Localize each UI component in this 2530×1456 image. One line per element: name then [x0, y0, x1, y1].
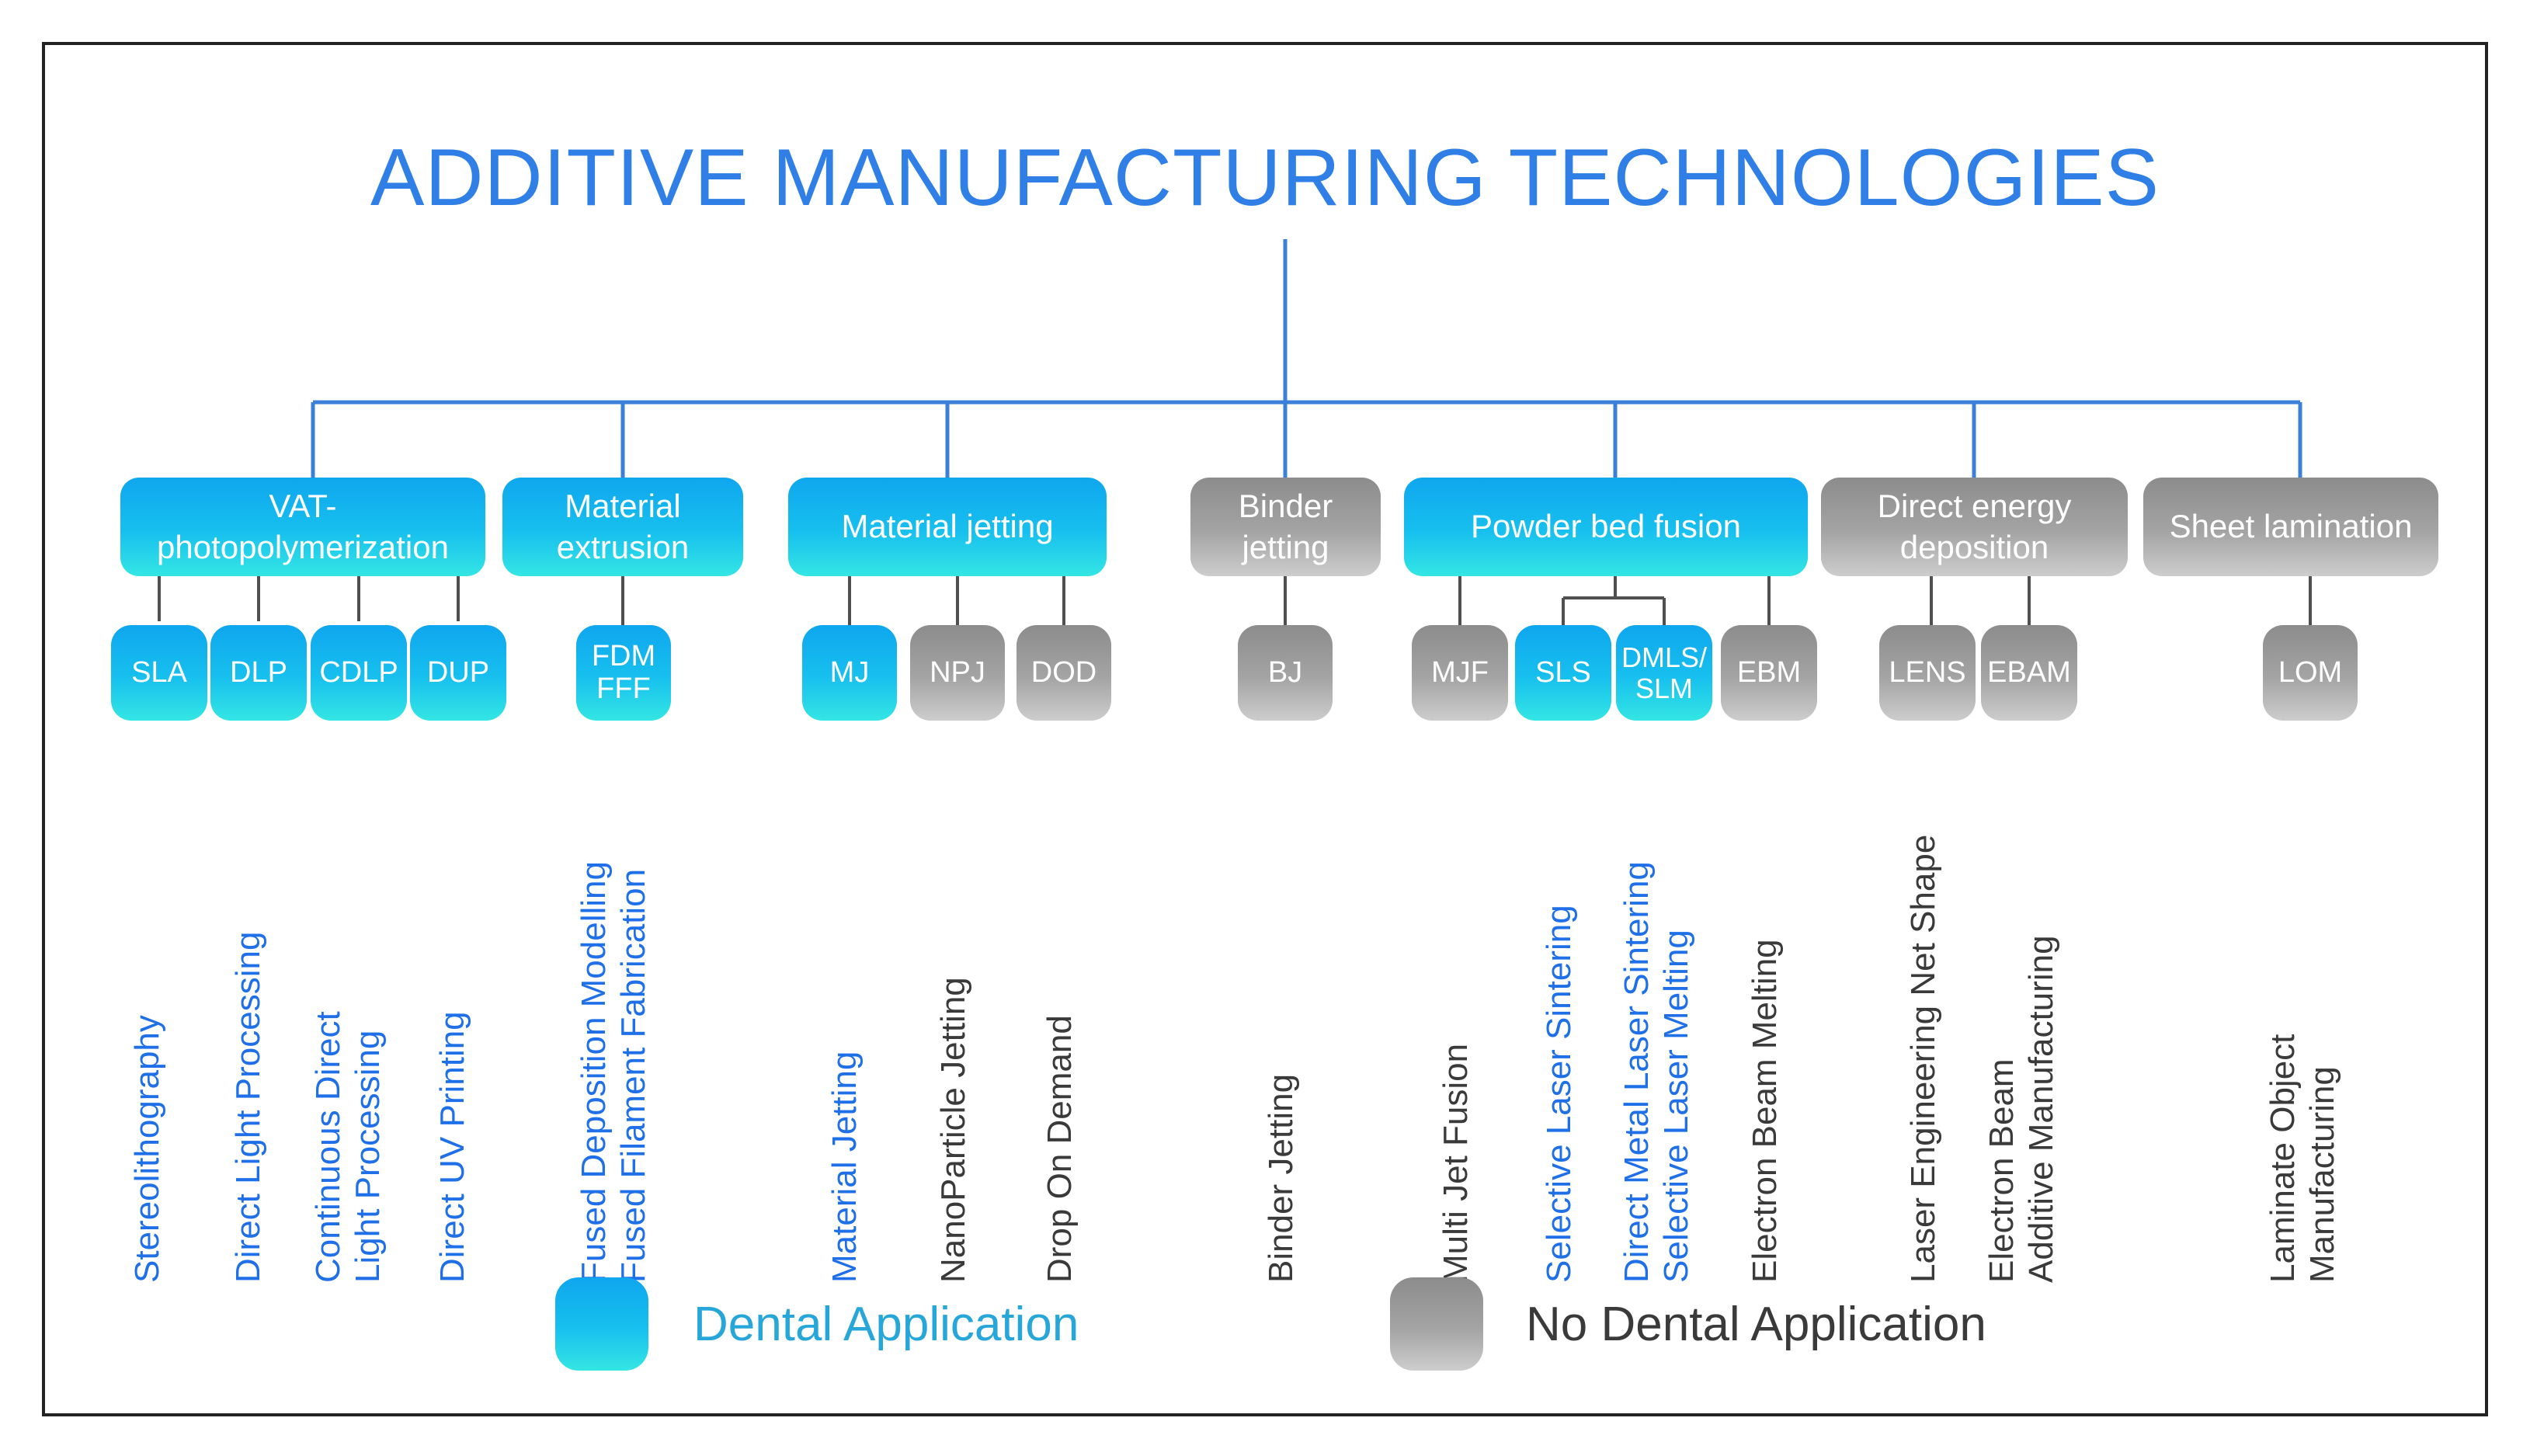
category-material-jetting: Material jetting: [788, 478, 1107, 576]
name-laminate-object-manufacturing: Laminate Object Manufacturing: [2264, 1034, 2341, 1283]
category-binder-jetting: Binder jetting: [1190, 478, 1381, 576]
tech-bj: BJ: [1238, 625, 1333, 721]
tech-mjf: MJF: [1412, 625, 1508, 721]
legend-no-dental-swatch: [1390, 1277, 1483, 1371]
name-fused-deposition-modelling: Fused Deposition Modelling Fused Filamen…: [575, 861, 652, 1283]
tech-mj: MJ: [802, 625, 897, 721]
name-selective-laser-sintering: Selective Laser Sintering: [1540, 905, 1578, 1283]
name-continuous-direct-light-processing: Continuous Direct Light Processing: [309, 1011, 387, 1283]
diagram-title: ADDITIVE MANUFACTURING TECHNOLOGIES: [370, 133, 2160, 223]
name-electron-beam-melting: Electron Beam Melting: [1746, 939, 1784, 1283]
tech-npj: NPJ: [910, 625, 1005, 721]
category-direct-energy-deposition: Direct energy deposition: [1821, 478, 2128, 576]
tech-dmls-slm: DMLS/ SLM: [1616, 625, 1712, 721]
tech-sla: SLA: [111, 625, 207, 721]
name-stereolithography: Stereolithography: [128, 1015, 166, 1283]
figure-frame: [42, 42, 2488, 1416]
name-material-jetting: Material Jetting: [825, 1051, 864, 1283]
tech-lens: LENS: [1879, 625, 1976, 721]
name-direct-light-processing: Direct Light Processing: [229, 931, 267, 1283]
tech-ebm: EBM: [1721, 625, 1817, 721]
tech-dup: DUP: [410, 625, 506, 721]
name-direct-uv-printing: Direct UV Printing: [433, 1011, 471, 1283]
name-multi-jet-fusion: Multi Jet Fusion: [1437, 1043, 1475, 1283]
category-sheet-lamination: Sheet lamination: [2143, 478, 2438, 576]
name-binder-jetting: Binder Jetting: [1262, 1073, 1300, 1283]
tech-fdm-fff: FDM FFF: [576, 625, 671, 721]
legend-dental-label: Dental Application: [693, 1298, 1079, 1351]
legend-dental-swatch: [555, 1277, 648, 1371]
category-material-extrusion: Material extrusion: [502, 478, 743, 576]
name-nanoparticle-jetting: NanoParticle Jetting: [934, 977, 972, 1283]
name-laser-engineering-net-shape: Laser Engineering Net Shape: [1904, 834, 1942, 1283]
category-powder-bed-fusion: Powder bed fusion: [1404, 478, 1808, 576]
tech-dlp: DLP: [210, 625, 307, 721]
tech-cdlp: CDLP: [311, 625, 407, 721]
tech-ebam: EBAM: [1981, 625, 2077, 721]
tech-dod: DOD: [1017, 625, 1111, 721]
legend-no-dental-label: No Dental Application: [1526, 1298, 1986, 1351]
name-drop-on-demand: Drop On Demand: [1041, 1015, 1079, 1283]
name-direct-metal-laser-sintering: Direct Metal Laser Sintering Selective L…: [1618, 861, 1695, 1283]
category-vat-photopolymerization: VAT- photopolymerization: [120, 478, 485, 576]
tech-lom: LOM: [2263, 625, 2358, 721]
tech-sls: SLS: [1515, 625, 1611, 721]
name-electron-beam-additive-manufacturing: Electron Beam Additive Manufacturing: [1983, 935, 2060, 1283]
